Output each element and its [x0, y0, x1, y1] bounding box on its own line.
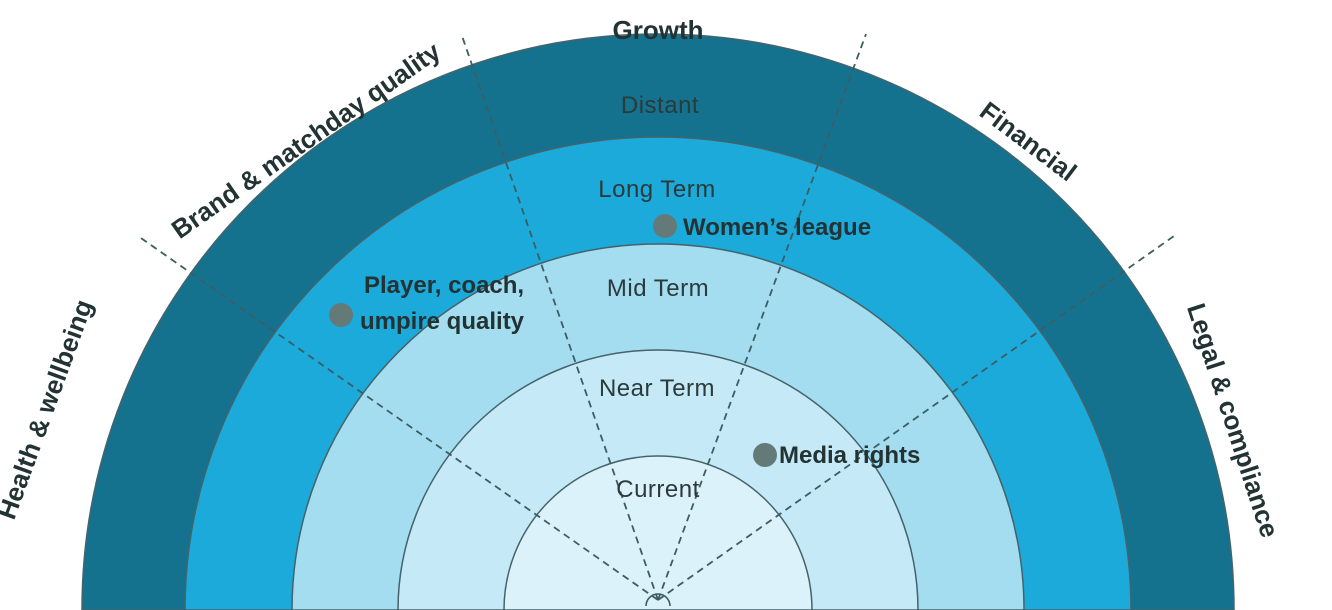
- sector-label-health-wellbeing: Health & wellbeing: [0, 296, 99, 523]
- ring-label-long-term: Long Term: [598, 176, 715, 203]
- radar-item: Media rights: [753, 442, 920, 469]
- ring-label-near-term: Near Term: [599, 375, 715, 402]
- sector-dividers: [137, 33, 1175, 607]
- divider-line: [657, 235, 1175, 601]
- divider-line: [137, 235, 659, 601]
- item-label: Player, coach,: [364, 272, 524, 299]
- divider-line: [657, 33, 867, 601]
- ring-current: [503, 455, 813, 610]
- origin-marker: [645, 593, 671, 607]
- ring-labels: Distant Long Term Mid Term Near Term Cur…: [598, 92, 715, 503]
- item-dot: [329, 303, 353, 327]
- rings: [81, 33, 1235, 610]
- ring-label-distant: Distant: [621, 92, 699, 119]
- divider-line: [461, 35, 659, 601]
- ring-label-mid-term: Mid Term: [607, 275, 709, 302]
- item-label: Women’s league: [683, 214, 871, 241]
- radar-item: Women’s league: [653, 214, 871, 241]
- sector-label-growth: Growth: [613, 15, 704, 45]
- ring-label-current: Current: [616, 476, 700, 503]
- item-label: Media rights: [779, 442, 920, 469]
- radar-item: Player, coach, umpire quality: [329, 272, 525, 335]
- item-label: umpire quality: [360, 308, 525, 335]
- item-dot: [653, 214, 677, 238]
- item-dot: [753, 443, 777, 467]
- radar-items: Player, coach, umpire quality Women’s le…: [329, 214, 920, 469]
